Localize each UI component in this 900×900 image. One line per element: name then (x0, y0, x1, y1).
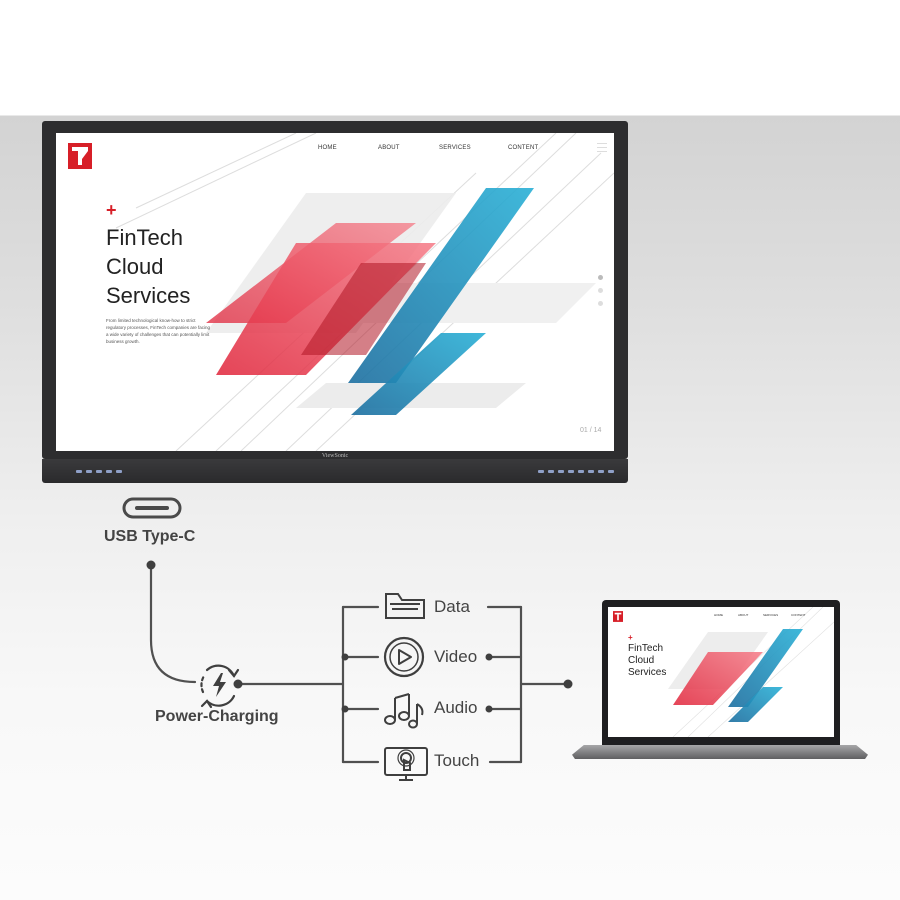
laptop-hero-graphic (668, 607, 834, 737)
feature-label-audio: Audio (434, 698, 478, 717)
fintech-site: HOME ABOUT SERVICES CONTENT + FinTech Cl… (56, 133, 614, 451)
display-front-bar (42, 459, 628, 483)
laptop-nav-content[interactable]: CONTENT (791, 613, 806, 617)
folder-icon (385, 593, 425, 619)
nav-home[interactable]: HOME (318, 145, 337, 151)
hero-body-text: From limited technological know-how to s… (106, 318, 211, 344)
laptop-nav-services[interactable]: SERVICES (763, 613, 779, 617)
power-charging-label: Power-Charging (155, 708, 279, 725)
feature-label-touch: Touch (434, 751, 480, 770)
play-icon (383, 636, 425, 678)
nav-content[interactable]: CONTENT (508, 145, 539, 151)
hero-graphic (115, 133, 614, 451)
laptop-accent-plus-icon: + (628, 633, 633, 642)
site-logo (68, 143, 92, 169)
feature-label-data: Data (434, 597, 470, 616)
hamburger-menu-icon[interactable] (597, 143, 607, 155)
laptop: HOME ABOUT SERVICES CONTENT + FinTech Cl… (572, 600, 868, 765)
display-brand-logo: ViewSonic (321, 453, 349, 459)
slide-pager: 01 / 14 (580, 427, 602, 434)
nav-about[interactable]: ABOUT (378, 145, 400, 151)
music-note-icon (384, 693, 424, 729)
usb-type-c-label: USB Type-C (104, 528, 196, 545)
display-left-buttons[interactable] (76, 466, 122, 476)
power-charging-icon (200, 664, 240, 709)
display-right-buttons[interactable] (538, 466, 614, 476)
interactive-display: HOME ABOUT SERVICES CONTENT + FinTech Cl… (42, 121, 628, 483)
laptop-base (572, 745, 868, 759)
laptop-screen: HOME ABOUT SERVICES CONTENT + FinTech Cl… (608, 607, 834, 737)
feature-label-video: Video (434, 647, 478, 666)
nav-services[interactable]: SERVICES (439, 145, 471, 151)
laptop-site-logo (613, 611, 623, 622)
accent-plus-icon: + (106, 200, 117, 220)
touch-screen-icon (384, 747, 428, 781)
usb-c-port-icon (122, 497, 182, 519)
slide-dots[interactable] (598, 275, 603, 314)
hero-headline: FinTech Cloud Services (106, 225, 191, 308)
laptop-nav-about[interactable]: ABOUT (738, 613, 749, 617)
display-screen: HOME ABOUT SERVICES CONTENT + FinTech Cl… (56, 133, 614, 451)
laptop-hero-headline: FinTech Cloud Services (628, 643, 667, 678)
laptop-nav-home[interactable]: HOME (714, 613, 723, 617)
